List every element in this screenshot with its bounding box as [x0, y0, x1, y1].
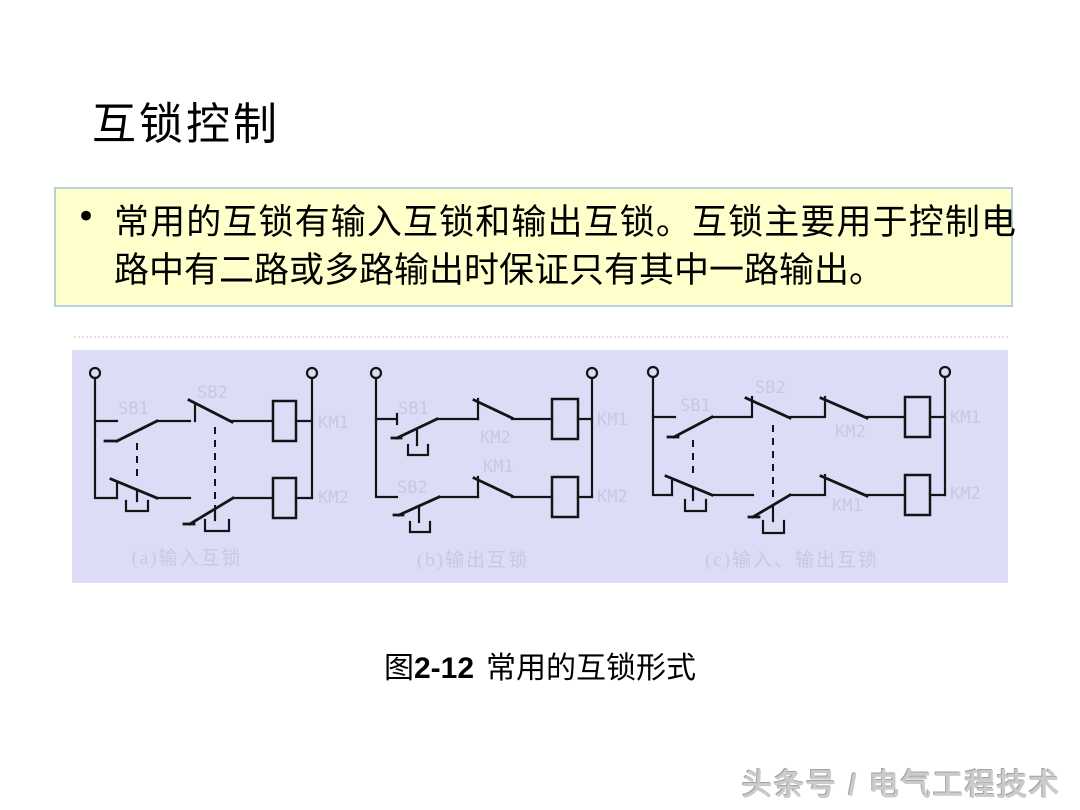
terminal-circle [646, 365, 660, 379]
interlock-circuits-figure: SB1 SB2 KM1 KM2 (a)输入互锁 [88, 365, 981, 571]
wire [374, 412, 399, 426]
label-km2: KM2 [318, 488, 349, 508]
pushbutton-actuator [203, 508, 231, 533]
label-km1: KM1 [597, 410, 628, 430]
km2-coil [271, 476, 298, 520]
sb1-nc-contact [109, 477, 159, 500]
pushbutton-actuator [683, 486, 708, 513]
bullet-marker: • [76, 197, 97, 237]
pushbutton-actuator [408, 504, 432, 534]
label-km2: KM2 [597, 487, 628, 507]
circuit-b-caption: (b)输出互锁 [417, 549, 529, 571]
sb2-nc-contact [744, 396, 792, 420]
km2-coil [550, 475, 580, 519]
pushbutton-actuator [124, 489, 150, 513]
figure-caption-title: 常用的互锁形式 [486, 652, 697, 685]
pushbutton-actuator [761, 504, 786, 535]
km1-coil [271, 399, 298, 443]
km1-coil [903, 395, 932, 439]
terminal-circle [585, 366, 599, 380]
label-km1: KM1 [318, 413, 349, 433]
label-km1-contact: KM1 [483, 457, 514, 477]
left-rail [93, 376, 119, 500]
km2-coil [903, 473, 932, 517]
left-rail [374, 376, 399, 499]
km1-nc-contact [472, 476, 514, 498]
page-title: 互锁控制 [92, 100, 280, 149]
label-sb2: SB2 [755, 378, 786, 398]
watermark: 头条号 / 电气工程技术 [742, 769, 1062, 802]
km1-coil [550, 397, 580, 441]
label-sb1: SB1 [680, 396, 711, 416]
sb1-no-contact [103, 419, 159, 443]
sb2-no-contact [747, 493, 792, 519]
terminal-circle [305, 366, 319, 380]
figure-caption-fig: 图 [383, 652, 414, 685]
terminal-circle [88, 366, 102, 380]
sb2-nc-contact [187, 398, 234, 424]
label-km2-contact: KM2 [835, 422, 866, 442]
sb2-no-contact [182, 496, 235, 526]
label-km2: KM2 [950, 484, 981, 504]
label-sb2: SB2 [397, 478, 428, 498]
circuit-a-caption: (a)输入互锁 [131, 547, 242, 569]
label-sb1: SB1 [118, 399, 149, 419]
label-km1-contact: KM1 [832, 496, 863, 516]
label-sb2: SB2 [197, 383, 228, 403]
figure-caption: 图2-12 常用的互锁形式 [0, 650, 1080, 688]
circuit-c: SB1 SB2 KM2 KM1 KM1 KM2 (c)输入、输出互锁 [646, 365, 981, 571]
sb1-no-contact [390, 417, 439, 440]
circuit-c-caption: (c)输入、输出互锁 [705, 549, 879, 571]
km2-nc-contact [472, 398, 514, 420]
label-km1: KM1 [950, 408, 981, 428]
figure-caption-number: 2-12 [413, 652, 475, 685]
sb1-no-contact [666, 415, 714, 439]
circuit-diagram-panel: SB1 SB2 KM1 KM2 (a)输入互锁 [72, 350, 1008, 583]
km2-nc-contact [819, 396, 869, 420]
km1-nc-contact [819, 474, 869, 498]
label-km2-contact: KM2 [480, 428, 511, 448]
bullet-text: 常用的互锁有输入互锁和输出互锁。互锁主要用于控制电路中有二路或多路输出时保证只有… [114, 203, 1016, 290]
divider-line [74, 336, 1008, 338]
sb2-no-contact [392, 495, 441, 517]
bullet-text-box: • 常用的互锁有输入互锁和输出互锁。互锁主要用于控制电路中有二路或多路输出时保证… [54, 187, 1016, 307]
terminal-circle [938, 365, 952, 379]
circuit-b: SB1 KM2 KM1 SB2 KM1 KM2 (b)输出互锁 [369, 366, 628, 571]
circuit-a: SB1 SB2 KM1 KM2 (a)输入互锁 [88, 366, 349, 569]
terminal-circle [369, 366, 383, 380]
sb1-nc-contact [664, 474, 714, 497]
pushbutton-actuator [406, 427, 430, 457]
label-sb1: SB1 [398, 399, 429, 419]
